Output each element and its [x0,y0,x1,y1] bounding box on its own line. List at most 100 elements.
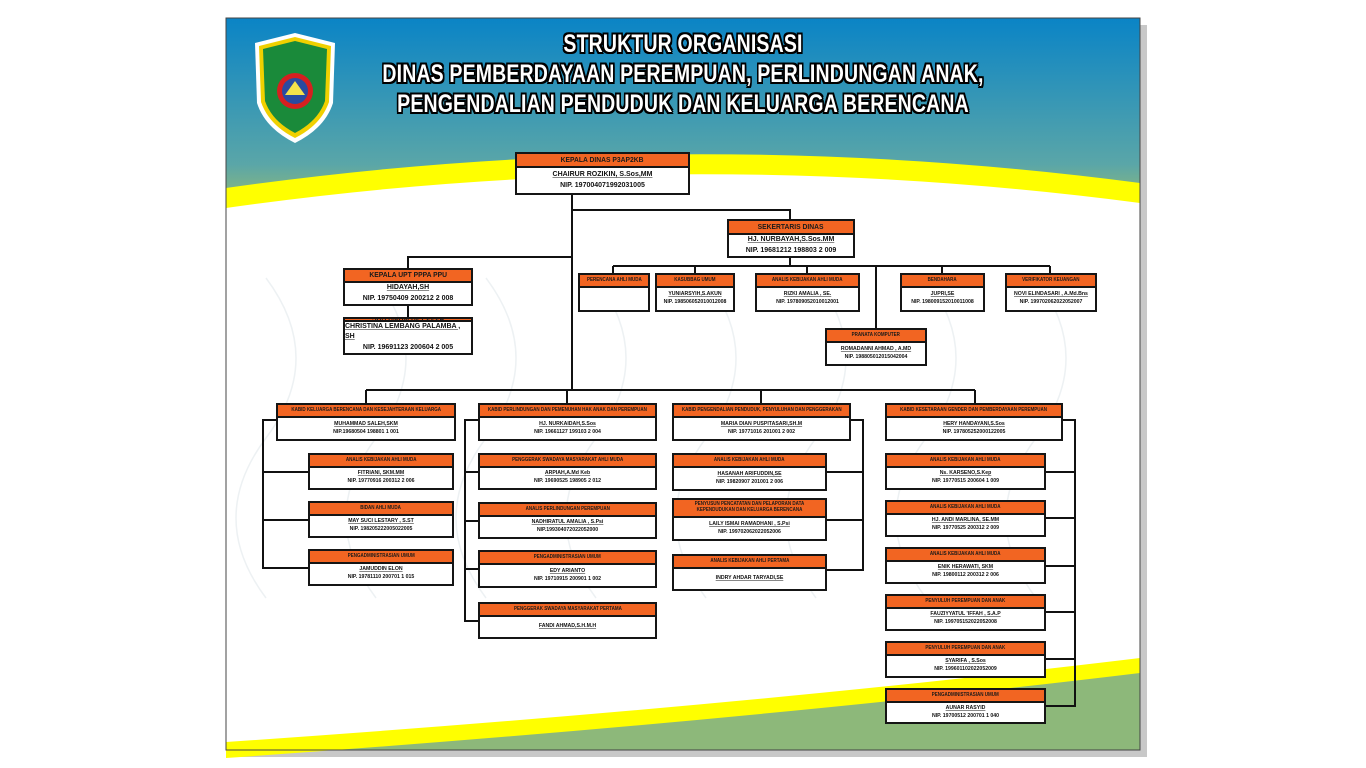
position-title-text: ANALIS KEBIJAKAN AHLI MUDA [930,503,1001,510]
position-title: KABID PENGENDALIAN PENDUDUK, PENYULUHAN … [674,405,849,418]
position-title-text: PERENCANA AHLI MUDA [586,276,642,283]
title-line-3: PENGENDALIAN PENDUDUK DAN KELUARGA BEREN… [397,90,969,118]
holder-name: CHAIRUR ROZIKIN, S.Sos,MM [552,171,653,178]
position-title: ANALIS KEBIJAKAN AHLI MUDA [887,549,1044,562]
position-title-text: PENGGERAK SWADAYA MASYARAKAT PERTAMA [513,605,622,612]
position-title-text: SEKERTARIS DINAS [758,221,824,231]
position-box: KABID KELUARGA BERENCANA DAN KESEJAHTERA… [276,403,456,441]
holder-name: ARPIAH,A.Md Keb [544,470,591,477]
holder-name: HERY HANDAYANI,S.Sos [943,420,1005,427]
position-box: PENGGERAK SWADAYA MASYARAKAT AHLI MUDA AR… [478,453,657,490]
position-title-text: PENGADMINISTRASIAN UMUM [533,553,601,560]
holder-nip: NIP. 197805252000122005 [942,428,1006,435]
position-title-text: BENDAHARA [927,276,957,283]
position-title: PENGGERAK SWADAYA MASYARAKAT AHLI MUDA [480,455,655,468]
position-title-text: SUB UMUM UPT PPPA [372,319,444,320]
position-box: PENYUSUN PENCATATAN DAN PELAPORAN DATA K… [672,498,827,541]
holder-nip: NIP. 199705152022052008 [934,619,997,625]
title-line-1: STRUKTUR ORGANISASI [563,30,803,58]
position-title: PENYULUH PEREMPUAN DAN ANAK [887,643,1044,656]
position-holder [580,288,648,310]
holder-nip: NIP. 199702062022052007 [1019,299,1083,305]
position-box: PENGGERAK SWADAYA MASYARAKAT PERTAMA FAND… [478,602,657,639]
holder-name: HJ. NURBAYAH,S.Sos.MM [747,236,835,243]
holder-name: ENIK HERAWATI, SKM [937,564,994,571]
position-title-text: KABID PENGENDALIAN PENDUDUK, PENYULUHAN … [681,406,842,413]
position-title: ANALIS KEBIJAKAN AHLI PERTAMA [674,556,825,569]
holder-nip: NIP. 199601102022052009 [934,666,997,672]
position-box: ANALIS PERLINDUNGAN PEREMPUAN NADHIRATUL … [478,502,657,539]
holder-name: FITRIANI, SKM.MM [357,470,405,477]
holder-name: RIZKI AMALIA , SE. [783,291,832,298]
position-title-text: ANALIS KEBIJAKAN AHLI MUDA [772,276,843,283]
holder-name: LAILY ISMAI RAMADHANI , S.Psi [709,520,790,527]
position-title: KABID KESETARAAN GENDER DAN PEMBERDAYAAN… [887,405,1061,418]
position-title: ANALIS KEBIJAKAN AHLI MUDA [674,455,825,468]
holder-name: NADHIRATUL AMALIA , S.Psi [531,519,604,526]
position-title: KASUBBAG UMUM [657,275,733,288]
position-title-text: KEPALA UPT PPPA PPU [369,270,447,280]
holder-name: JUPRI,SE [930,291,955,298]
position-box: KABID PERLINDUNGAN DAN PEMENUHAN HAK ANA… [478,403,657,441]
holder-nip: NIP. 19661127 199103 2 004 [534,428,601,435]
holder-name: MAY SUCI LESTARY , S.ST [348,518,414,525]
position-title-text: PENGGERAK SWADAYA MASYARAKAT AHLI MUDA [511,456,624,463]
holder-name: HJ. ANDI MARLINA, SE.MM [931,517,1000,524]
holder-nip: NIP. 19770525 200312 2 009 [931,525,1000,531]
position-title: KABID KELUARGA BERENCANA DAN KESEJAHTERA… [278,405,454,418]
position-title: ANALIS KEBIJAKAN AHLI MUDA [757,275,858,288]
holder-nip: NIP. 19770515 200604 1 009 [931,478,1000,484]
position-box: ANALIS KEBIJAKAN AHLI MUDA Ns. KARSENO,S.… [885,453,1046,490]
holder-nip: NIP. 199702062022052006 [718,528,781,535]
holder-nip: NIP.19680504 198801 1 001 [333,428,399,435]
position-title: KEPALA DINAS P3AP2KB [517,154,688,168]
holder-name: Ns. KARSENO,S.Kep [939,470,992,477]
position-box: ANALIS KEBIJAKAN AHLI MUDA FITRIANI, SKM.… [308,453,454,490]
holder-nip: NIP. 19710915 200901 1 002 [533,575,602,582]
holder-name: FANDI AHMAD,S.H.M.H [538,623,597,630]
position-box: SUB UMUM UPT PPPACHRISTINA LEMBANG PALAM… [343,317,473,355]
regency-emblem-logo [255,33,335,143]
position-title-text: BIDAN AHLI MUDA [360,504,402,511]
position-title: BENDAHARA [902,275,983,288]
holder-nip: NIP. 19800112 200312 2 006 [932,572,999,578]
holder-nip: NIP. 19691123 200604 2 005 [362,343,454,351]
position-holder: RIZKI AMALIA , SE.NIP. 19780905201001200… [757,288,858,310]
holder-nip: NIP. 198009152010011008 [911,299,974,305]
position-title-text: ANALIS KEBIJAKAN AHLI MUDA [930,456,1001,463]
holder-name: MUHAMMAD SALEH,SKM [334,420,398,427]
position-title: PENYULUH PEREMPUAN DAN ANAK [887,596,1044,609]
holder-nip: NIP. 198805012015042004 [844,353,908,360]
position-box: PERENCANA AHLI MUDA [578,273,650,312]
position-title-text: ANALIS KEBIJAKAN AHLI MUDA [345,456,417,463]
position-title: SEKERTARIS DINAS [729,221,853,235]
position-title: KEPALA UPT PPPA PPU [345,270,471,283]
holder-nip: NIP. 19770916 200312 2 006 [347,478,415,484]
holder-nip: NIP. 19771016 201001 2 002 [727,428,796,435]
position-title-text: ANALIS PERLINDUNGAN PEREMPUAN [525,505,610,512]
holder-name: JAMUDDIN ELON [359,566,403,573]
holder-nip: NIP. 19681212 198803 2 009 [745,246,837,254]
position-title-text: KEPALA DINAS P3AP2KB [561,154,644,164]
